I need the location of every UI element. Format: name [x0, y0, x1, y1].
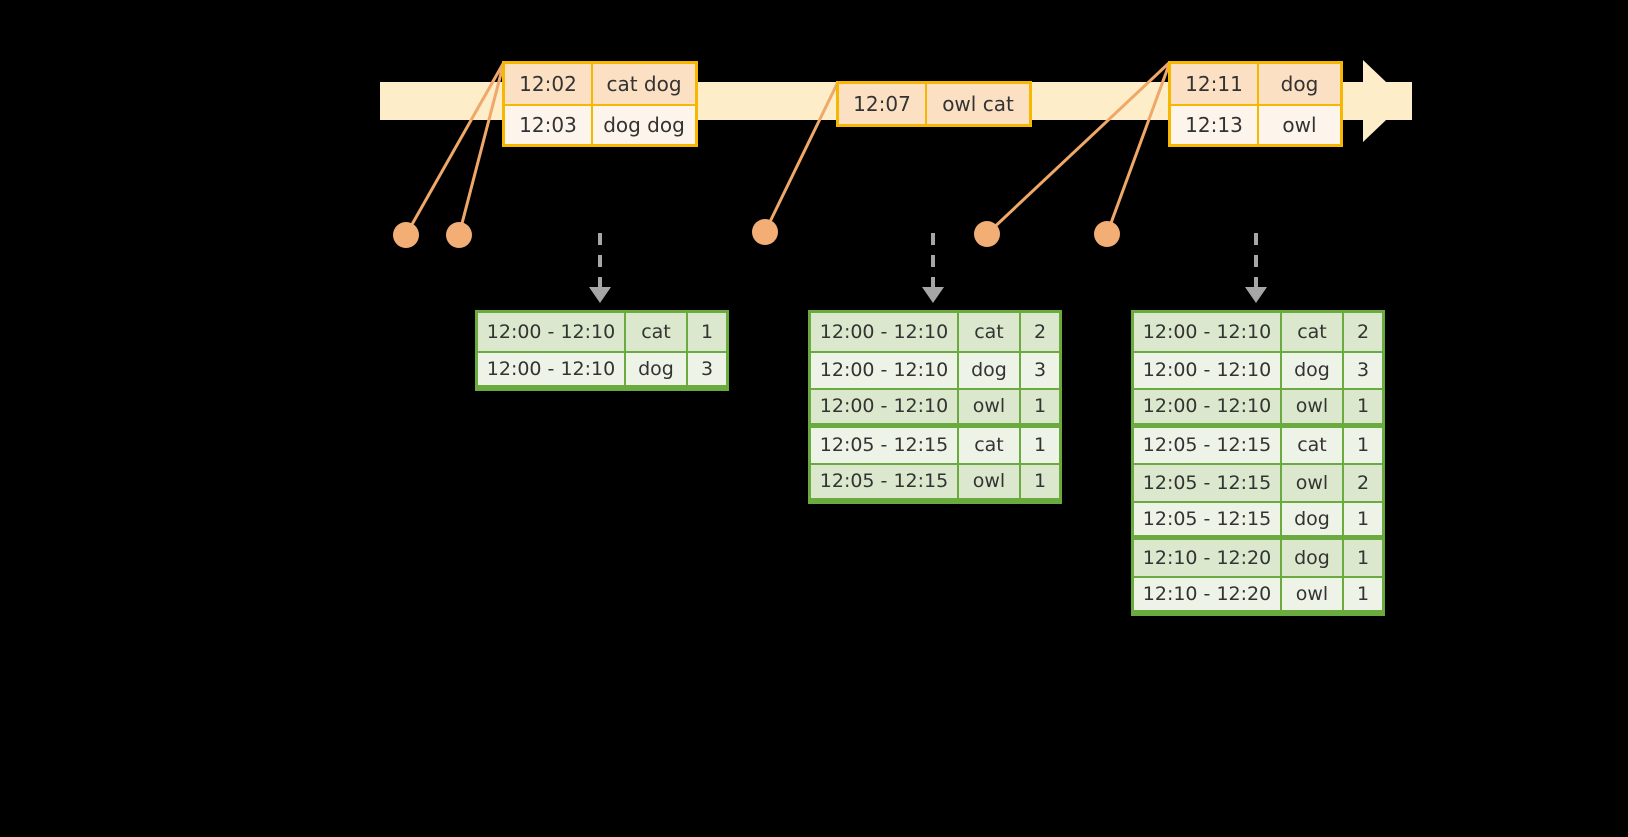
event-time: 12:07: [839, 84, 927, 124]
window-cell: 12:05 - 12:15: [1134, 465, 1282, 501]
window-cell: 12:00 - 12:10: [811, 313, 959, 351]
window-cell: 12:00 - 12:10: [811, 390, 959, 423]
event-dot-4: [974, 221, 1000, 247]
count-cell: 2: [1356, 471, 1370, 494]
count-cell: 1: [1356, 582, 1370, 605]
key-cell: cat: [959, 313, 1021, 351]
window-cell: 12:00 - 12:10: [1134, 390, 1282, 423]
window-cell: 12:00 - 12:10: [811, 352, 959, 388]
count-cell: 3: [700, 357, 714, 380]
count-cell: 1: [1356, 546, 1370, 569]
key-cell: cat: [1282, 427, 1344, 463]
event-time: 12:11: [1171, 64, 1259, 104]
event-words: dog: [1280, 72, 1319, 96]
key-cell: owl: [1282, 390, 1344, 423]
key-cell: owl: [959, 390, 1021, 423]
event-words: owl: [1282, 113, 1317, 137]
down-arrow-3-head-icon: [1245, 287, 1267, 303]
event-dot-5: [1094, 221, 1120, 247]
event-row: 12:11 dog: [1171, 64, 1340, 104]
key-cell: dog: [1282, 352, 1344, 388]
event-time: 12:02: [505, 64, 593, 104]
key-cell: owl: [1282, 577, 1344, 610]
event-dot-2: [446, 222, 472, 248]
window-cell: 12:05 - 12:15: [811, 465, 959, 498]
event-words: owl cat: [942, 92, 1014, 116]
event-group-1[interactable]: 12:02 cat dog 12:03 dog dog: [502, 61, 698, 147]
window-cell: 12:00 - 12:10: [478, 313, 626, 351]
key-cell: cat: [959, 427, 1021, 463]
key-cell: dog: [1282, 502, 1344, 535]
event-dot-1: [393, 222, 419, 248]
count-cell: 1: [1033, 434, 1047, 457]
window-cell: 12:10 - 12:20: [1134, 540, 1282, 576]
count-cell: 3: [1033, 359, 1047, 382]
event-row: 12:02 cat dog: [505, 64, 695, 104]
window-cell: 12:10 - 12:20: [1134, 577, 1282, 610]
down-arrow-1-head-icon: [589, 287, 611, 303]
event-dot-3: [752, 219, 778, 245]
count-cell: 1: [1356, 395, 1370, 418]
window-cell: 12:00 - 12:10: [478, 352, 626, 385]
event-words: dog dog: [603, 113, 685, 137]
count-cell: 1: [700, 320, 714, 343]
event-time: 12:13: [1171, 106, 1259, 144]
window-cell: 12:05 - 12:15: [1134, 502, 1282, 535]
event-words: cat dog: [606, 72, 682, 96]
event-group-3[interactable]: 12:11 dog 12:13 owl: [1168, 61, 1343, 147]
down-arrow-2-head-icon: [922, 287, 944, 303]
event-row: 12:13 owl: [1171, 104, 1340, 144]
key-cell: cat: [1282, 313, 1344, 351]
count-cell: 1: [1356, 434, 1370, 457]
count-cell: 2: [1033, 320, 1047, 343]
key-cell: dog: [1282, 540, 1344, 576]
window-cell: 12:05 - 12:15: [811, 427, 959, 463]
count-cell: 1: [1033, 395, 1047, 418]
key-cell: owl: [1282, 465, 1344, 501]
event-row: 12:03 dog dog: [505, 104, 695, 144]
key-cell: dog: [626, 352, 688, 385]
count-cell: 1: [1033, 470, 1047, 493]
count-cell: 1: [1356, 507, 1370, 530]
window-cell: 12:05 - 12:15: [1134, 427, 1282, 463]
key-cell: cat: [626, 313, 688, 351]
window-cell: 12:00 - 12:10: [1134, 313, 1282, 351]
count-cell: 3: [1356, 359, 1370, 382]
key-cell: dog: [959, 352, 1021, 388]
event-time: 12:03: [505, 106, 593, 144]
count-cell: 2: [1356, 320, 1370, 343]
event-group-2[interactable]: 12:07 owl cat: [836, 81, 1032, 127]
window-cell: 12:00 - 12:10: [1134, 352, 1282, 388]
key-cell: owl: [959, 465, 1021, 498]
event-row: 12:07 owl cat: [839, 84, 1029, 124]
